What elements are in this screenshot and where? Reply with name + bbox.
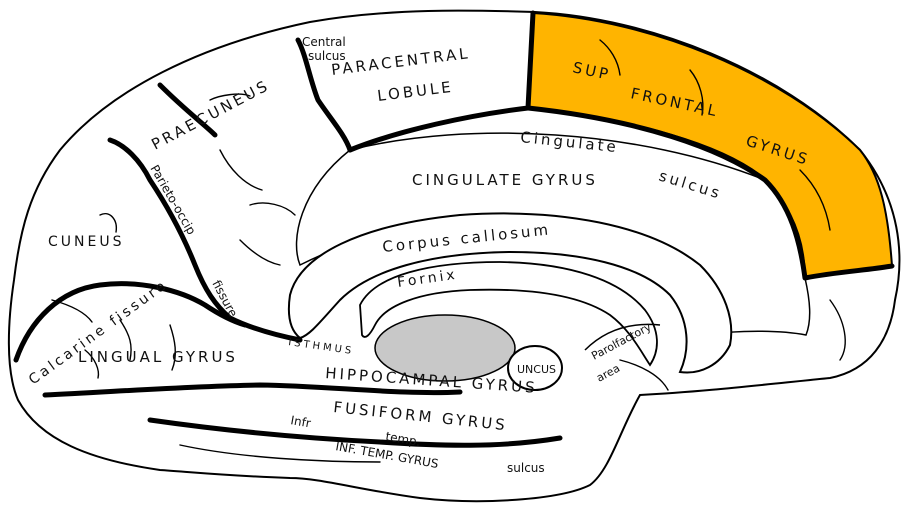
cingulate-gyrus-label: CINGULATE GYRUS [412, 171, 598, 189]
lingual-gyrus-label: LINGUAL GYRUS [78, 348, 238, 366]
central-sulcus-label-1: Central [302, 35, 346, 49]
cuneus-label: CUNEUS [48, 234, 124, 250]
infr-temp-sulcus-label-3: sulcus [507, 461, 545, 475]
uncus-label: UNCUS [517, 363, 556, 376]
